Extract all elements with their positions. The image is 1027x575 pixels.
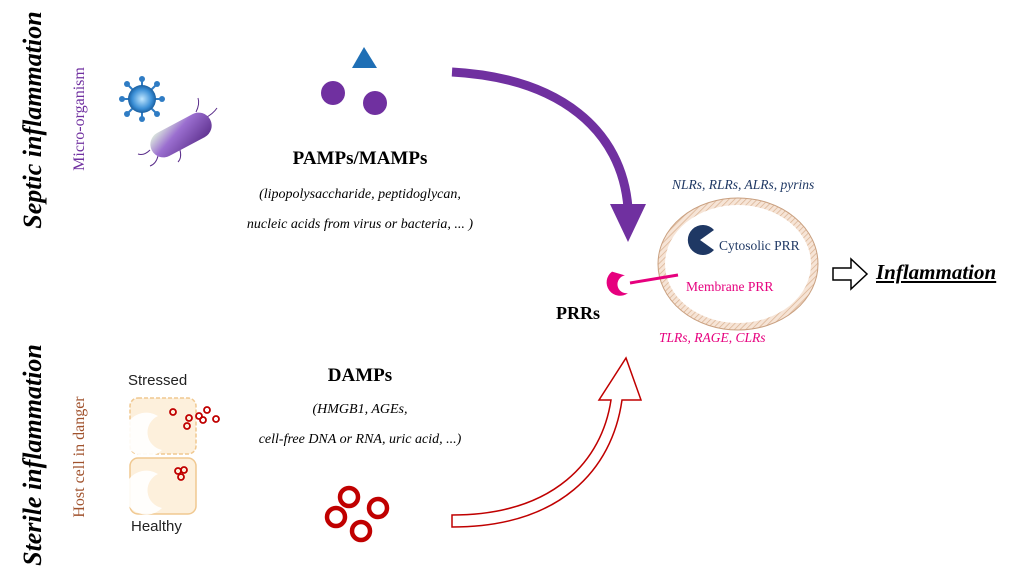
virus-icon	[119, 76, 165, 122]
cytosolic-prr-examples: NLRs, RLRs, ALRs, pyrins	[672, 177, 815, 192]
damps-to-prrs-arrow	[451, 356, 643, 528]
inflammation-label: Inflammation	[876, 260, 997, 284]
damp-circle-icon	[324, 505, 348, 529]
stressed-label: Stressed	[128, 372, 188, 389]
membrane-prr-icon	[606, 271, 679, 296]
pamps-to-prrs-arrow	[451, 67, 633, 209]
pamp-circle-icon	[321, 81, 345, 105]
pamp-triangle-icon	[352, 47, 377, 68]
damps-title: DAMPs	[327, 365, 393, 386]
prrs-label: PRRs	[556, 303, 600, 323]
sterile-inflammation-title: Sterile inflammation	[18, 344, 47, 566]
septic-inflammation-title: Septic inflammation	[18, 11, 47, 229]
pamps-arrowhead	[610, 204, 646, 242]
damps-examples-line2: cell-free DNA or RNA, uric acid, ...)	[258, 432, 462, 447]
to-inflammation-arrow	[832, 257, 869, 291]
cytosolic-prr-label: Cytosolic PRR	[719, 238, 800, 253]
membrane-prr-examples: TLRs, RAGE, CLRs	[659, 330, 766, 345]
membrane-prr-label: Membrane PRR	[686, 279, 774, 294]
stressed-cell-icon	[124, 397, 220, 457]
healthy-label: Healthy	[131, 518, 182, 535]
pamps-examples-line1: (lipopolysaccharide, peptidoglycan,	[259, 187, 461, 202]
cytosolic-prr-icon	[687, 225, 714, 256]
damp-circle-icon	[366, 496, 390, 520]
pamps-title: PAMPs/MAMPs	[292, 148, 428, 169]
micro-organism-label: Micro-organism	[71, 67, 88, 171]
host-cell-in-danger-label: Host cell in danger	[71, 396, 88, 518]
damp-circle-icon	[349, 519, 373, 543]
cell-cytoplasm	[665, 205, 811, 323]
healthy-cell-icon	[124, 457, 197, 515]
pamp-circle-icon	[363, 91, 387, 115]
damps-examples-line1: (HMGB1, AGEs,	[312, 402, 408, 417]
damp-circle-icon	[337, 485, 361, 509]
damp-circles	[324, 485, 390, 543]
pamps-examples-line2: nucleic acids from virus or bacteria, ..…	[246, 217, 474, 232]
bacterium-icon	[137, 97, 218, 167]
